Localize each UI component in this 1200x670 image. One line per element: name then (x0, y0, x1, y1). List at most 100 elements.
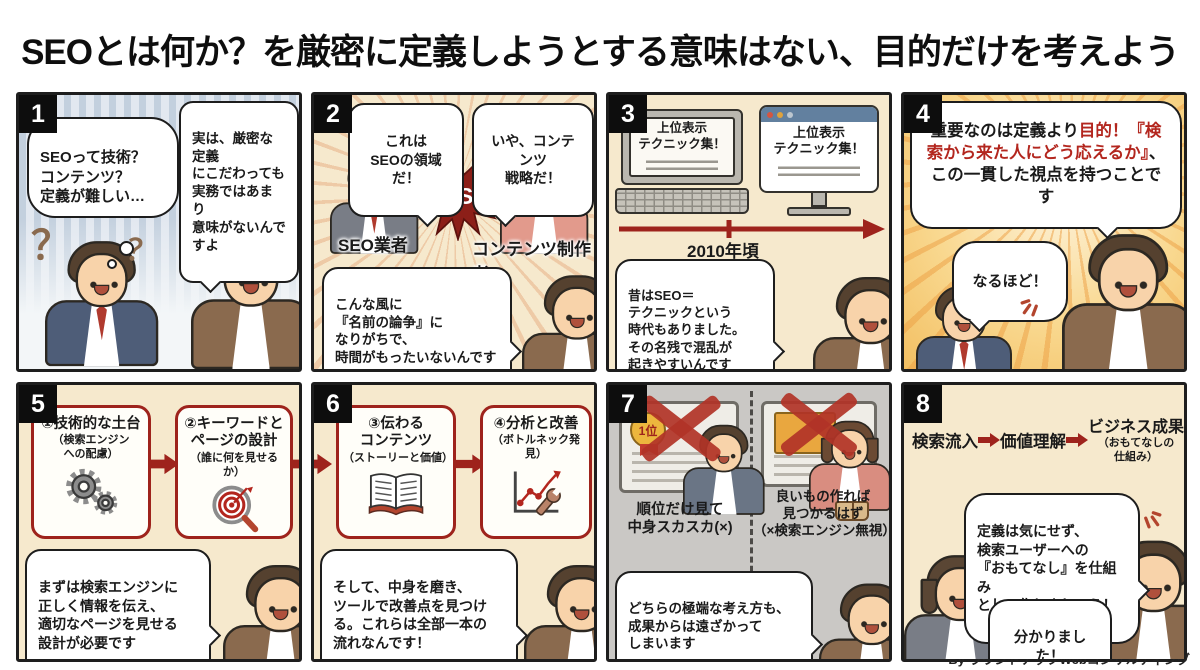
flow-arrow-icon (1065, 432, 1088, 447)
necktie (96, 304, 107, 341)
modern-computer-illustration: 上位表示 テクニック集！ (759, 105, 879, 216)
panel-5: 5 ①技術的な土台 （検索エンジン への配慮） ②キーワードと ページの設計 （… (16, 382, 302, 662)
step-title: ④分析と改善 (493, 416, 579, 432)
character-head (1088, 234, 1169, 313)
gears-icon (66, 468, 118, 515)
caption-right: 良いもの作れば 見つかるはず （×検索エンジン無視） (753, 489, 892, 538)
browser-dot-icon (787, 111, 793, 118)
speech-text: こんな風に 『名前の論争』に なりがちで、 時間がもったいないんです (335, 296, 497, 366)
panel-number: 3 (609, 95, 647, 133)
flow-arrow-icon (456, 454, 486, 474)
speech-text: どちらの極端な考え方も、 成果からは遠ざかって しまいます (628, 600, 790, 652)
step-title: ②キーワードと ページの設計 (184, 416, 284, 450)
character-face (254, 577, 299, 633)
step-title: ①技術的な土台 (41, 416, 141, 432)
screen-text-lines (646, 156, 718, 171)
character-torso (522, 332, 594, 369)
timeline-arrow (619, 219, 885, 239)
result-flow: 検索流入 価値理解 ビジネス成果 （おもてなしの 仕組み） (912, 415, 1184, 465)
reply-bubble: 分かりました！ やってみます！ (988, 599, 1112, 662)
character-face (1097, 247, 1159, 312)
thought-dot (107, 259, 117, 269)
flow-step-3: ビジネス成果 （おもてなしの 仕組み） (1088, 413, 1184, 465)
character-torso (45, 300, 159, 367)
speech-bubble: 実は、厳密な定義 にこだわっても 実務ではあまり 意味がないんで すよ (179, 101, 299, 294)
flow-arrow-icon (314, 453, 332, 475)
chart-wrench-icon (513, 470, 562, 516)
step-box-1: ①技術的な土台 （検索エンジン への配慮） (31, 405, 151, 539)
character-head (839, 583, 889, 646)
bubble-tail (199, 625, 222, 647)
speech-bubble: まずは検索エンジンに 正しく情報を伝え、 適切なページを見せる 設計が必要です (25, 549, 222, 659)
step-subtitle: （ボトルネック発見） (492, 434, 580, 461)
page-title: SEOとは何か？を厳密に定義しようとする意味はない、目的だけを考えよう (21, 33, 1180, 72)
character-torso (524, 625, 594, 659)
speech-bubble: どちらの極端な考え方も、 成果からは遠ざかって しまいます (615, 571, 824, 659)
browser-bar (761, 107, 877, 122)
character-consultant (223, 565, 299, 659)
character-face (551, 286, 594, 340)
panel-number: 8 (904, 385, 942, 423)
browser-dot-icon (767, 111, 773, 118)
shout-text: いや、コンテンツ 戦略だ！ (491, 133, 575, 187)
character-consultant (1062, 234, 1184, 369)
flow-step-2: 価値理解 (999, 432, 1066, 451)
necktie (370, 206, 379, 234)
emphasis-spark-icon (1144, 511, 1162, 529)
panel-number: 4 (904, 95, 942, 133)
old-screen: 上位表示 テクニック集！ (629, 117, 735, 177)
panel-number: 5 (19, 385, 57, 423)
step-title: ③伝わる コンテンツ (359, 416, 433, 450)
old-keyboard (615, 188, 749, 214)
panel-4: 4 重要なのは定義より目的！『検索から来た人にどう応えるか』、この一貫した視点を… (901, 92, 1187, 372)
thought-dot (119, 241, 134, 256)
monitor-stand (811, 193, 827, 207)
character-thinking-man (45, 241, 159, 367)
cross-x-icon (639, 391, 723, 465)
monitor-base (787, 207, 851, 216)
character-head (543, 275, 594, 341)
character-consultant (522, 275, 594, 369)
step-box-4: ④分析と改善 （ボトルネック発見） (480, 405, 592, 539)
flow-step-1: 検索流入 (912, 432, 978, 451)
step-subtitle: （検索エンジン への配慮） (52, 434, 130, 461)
character-torso (1062, 303, 1184, 369)
modern-screen: 上位表示 テクニック集！ (761, 122, 877, 176)
panel-number: 6 (314, 385, 352, 423)
panel-number: 7 (609, 385, 647, 423)
timeline-label: 2010年頃 (687, 242, 759, 261)
step-subtitle: （誰に何を見せるか） (190, 451, 278, 478)
reply-bubble: なるほど！ (952, 241, 1068, 333)
character-torso (191, 299, 299, 369)
panel-6: 6 ③伝わる コンテンツ （ストーリーと価値） ④分析と改善 （ボトルネック発見… (311, 382, 597, 662)
screen-text-lines (778, 161, 860, 176)
character-torso (813, 337, 889, 369)
panel-3: 3 上位表示 テクニック集！ 上位表示 テクニック集！ (606, 92, 892, 372)
old-screen-text: 上位表示 テクニック集！ (638, 121, 726, 151)
character-consultant (813, 277, 889, 369)
modern-monitor: 上位表示 テクニック集！ (759, 105, 879, 193)
cross-x-icon (779, 389, 859, 459)
open-book-icon (368, 472, 424, 515)
character-consultant (524, 565, 594, 659)
flow-arrow-icon (978, 432, 1000, 447)
thought-text: SEOって技術？ コンテンツ？ 定義が難しい… (40, 148, 146, 206)
character-face (75, 252, 128, 308)
step-box-2: ②キーワードと ページの設計 （誰に何を見せるか） (175, 405, 293, 539)
reply-text: 分かりました！ やってみます！ (1013, 630, 1087, 662)
panel-1: 1 SEOって技術？ コンテンツ？ 定義が難しい… 実は、厳密な定義 にこだわっ… (16, 92, 302, 372)
speech-bubble: 昔はSEO＝ テクニックという 時代もありました。 その名残で混乱が 起きやすい… (615, 259, 786, 369)
target-magnifier-icon (212, 485, 259, 533)
character-head (546, 565, 594, 633)
question-mark-icon: ？ (31, 224, 71, 268)
flow-step-3-label: ビジネス成果 (1087, 419, 1184, 436)
speech-rich-text: 重要なのは定義より目的！『検索から来た人にどう応えるか』、この一貫した視点を持つ… (926, 122, 1166, 206)
flow-step-3-sub: （おもてなしの 仕組み） (1097, 437, 1175, 463)
flow-arrow-icon (147, 453, 179, 475)
step-box-3: ③伝わる コンテンツ （ストーリーと価値） (336, 405, 456, 539)
shout-bubble-right: いや、コンテンツ 戦略だ！ (472, 103, 594, 228)
panel-2: 2 これは SEOの領域だ！ いや、コンテンツ 戦略だ！ VS SEO業者 コン… (311, 92, 597, 372)
necktie (959, 340, 969, 369)
reply-text: なるほど！ (972, 272, 1048, 290)
